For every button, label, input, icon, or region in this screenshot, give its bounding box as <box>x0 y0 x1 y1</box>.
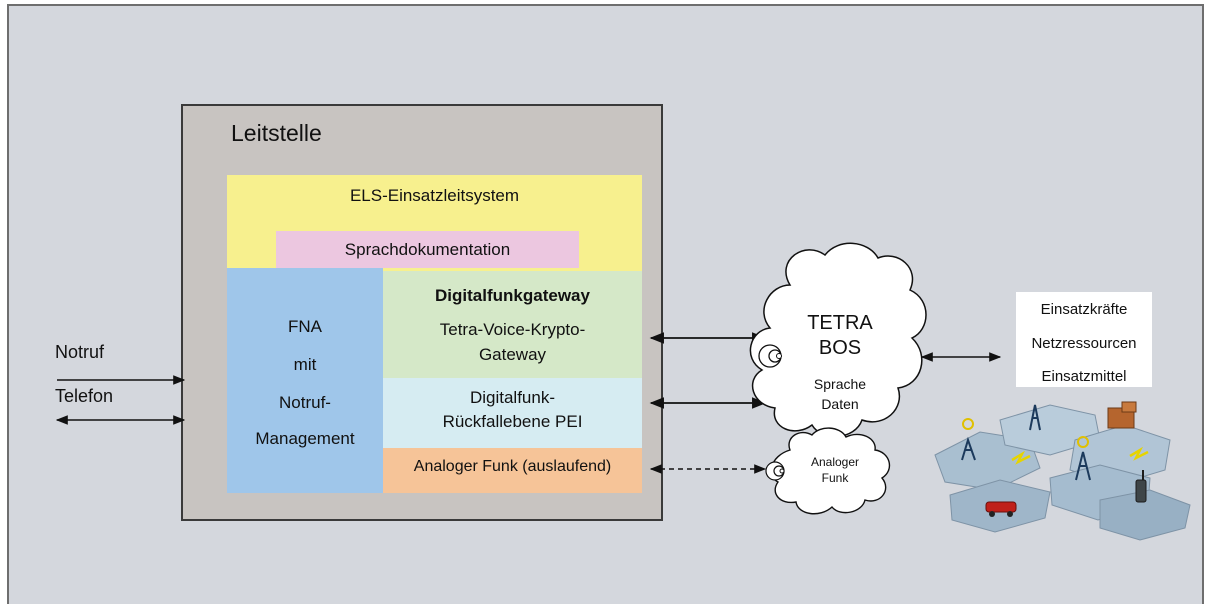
fna-line1: FNA <box>288 317 322 336</box>
network-illustration <box>934 401 1191 541</box>
fna-line2: mit <box>293 355 317 374</box>
einsatz-line2: Netzressourcen <box>1031 335 1137 352</box>
einsatz-line1: Einsatzkräfte <box>1040 301 1128 318</box>
digitalfunkgateway-line1: Tetra-Voice-Krypto- <box>439 320 586 339</box>
tetra-cloud-line3: Sprache <box>813 376 867 392</box>
analog-cloud-line2: Funk <box>821 471 849 485</box>
fna-box <box>227 268 383 493</box>
tetra-cloud-line1: TETRA <box>807 312 873 334</box>
leitstelle-label: Leitstelle <box>231 120 322 146</box>
analog-cloud-line1: Analoger <box>810 455 860 469</box>
els-label: ELS-Einsatzleitsystem <box>349 186 520 205</box>
tetra-cloud-line2: BOS <box>818 337 862 359</box>
digitalfunkgateway-title: Digitalfunkgateway <box>435 286 590 305</box>
einsatz-line3: Einsatzmittel <box>1041 368 1127 385</box>
fna-line3: Notruf- <box>279 393 331 412</box>
sprachdokumentation-label: Sprachdokumentation <box>344 240 511 259</box>
digitalfunkgateway-line2: Gateway <box>478 345 547 364</box>
analog-funk-cloud <box>770 427 891 515</box>
tetra-bos-cloud <box>749 242 927 438</box>
sprachdokumentation-box <box>276 231 579 268</box>
rueckfallebene-line1: Digitalfunk- <box>469 388 556 407</box>
einsatz-box <box>1016 292 1152 387</box>
rueckfallebene-line2: Rückfallebene PEI <box>442 412 583 431</box>
analoger-funk-box <box>383 448 642 493</box>
tetra-cloud-line4: Daten <box>821 396 859 412</box>
notruf-label: Notruf <box>55 342 105 362</box>
rueckfallebene-box <box>383 378 642 448</box>
digitalfunkgateway-box <box>383 271 642 378</box>
telefon-label: Telefon <box>55 386 114 406</box>
fna-line4: Management <box>255 429 355 448</box>
analoger-funk-label: Analoger Funk (auslaufend) <box>413 458 612 475</box>
